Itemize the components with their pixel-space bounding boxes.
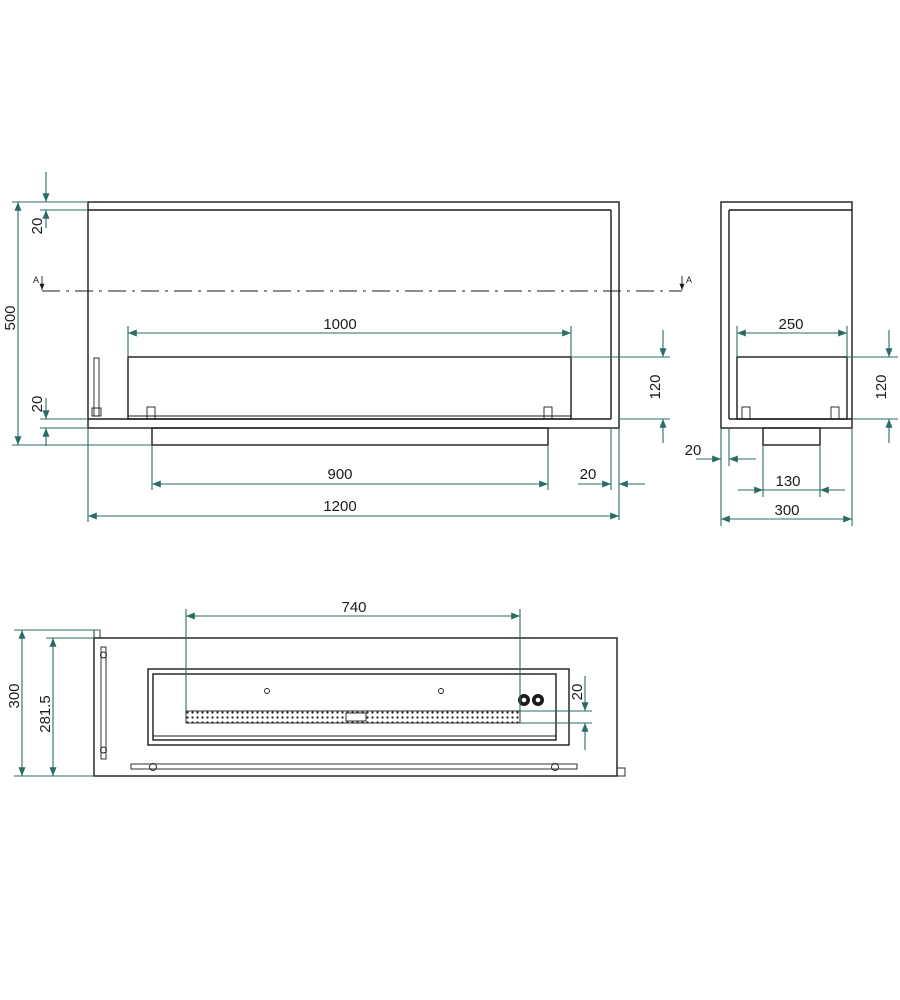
- top-front-rod: [130, 763, 578, 770]
- top-corner-tab-left: [93, 629, 101, 639]
- top-outer-box: [93, 637, 618, 777]
- section-marker-right: A: [686, 275, 692, 285]
- dim-top-wall-value: 20: [29, 218, 46, 235]
- top-side-rod: [100, 646, 107, 760]
- side-base: [762, 427, 821, 446]
- dim-burner-depth-value: 250: [778, 316, 803, 333]
- top-view: 740 20 300 281.5: [6, 599, 626, 777]
- section-marker-left: A: [33, 275, 39, 285]
- front-side-bracket: [93, 357, 100, 417]
- dim-burner-opening-value: 740: [341, 599, 366, 616]
- side-burner-foot-right: [830, 406, 840, 420]
- dim-side-burner-height-value: 120: [873, 374, 890, 399]
- side-burner: [736, 356, 848, 420]
- front-burner: [127, 356, 572, 420]
- front-view: A A 500 20 20 1000 120 900: [2, 172, 692, 522]
- dim-height-value: 500: [2, 305, 19, 330]
- dim-side-depth-value: 300: [774, 502, 799, 519]
- side-outer-box: [720, 201, 853, 429]
- dim-base-depth-value: 130: [775, 473, 800, 490]
- front-burner-foot-right: [543, 406, 553, 420]
- front-base: [151, 427, 549, 446]
- control-knob-center: [521, 697, 527, 703]
- dim-bottom-wall-value: 20: [29, 396, 46, 413]
- side-burner-foot-left: [741, 406, 751, 420]
- dim-burner-height-value: 120: [647, 374, 664, 399]
- top-burner-inner: [152, 673, 557, 741]
- dim-side-wall-value: 20: [685, 442, 702, 459]
- top-rod-knob: [100, 651, 107, 659]
- control-knob-center: [535, 697, 541, 703]
- dim-burner-length-value: 1000: [323, 316, 356, 333]
- dim-top-inner-depth-value: 281.5: [37, 695, 54, 733]
- front-bracket-foot: [91, 407, 102, 417]
- top-rod-knob: [551, 763, 559, 771]
- dim-side-wall-value: 20: [580, 466, 597, 483]
- control-knobs: [518, 694, 544, 706]
- top-burner-lid-handle: [345, 712, 367, 722]
- top-rod-knob: [149, 763, 157, 771]
- front-burner-foot-left: [146, 406, 156, 420]
- dim-slot-value: 20: [569, 684, 586, 701]
- dim-base-length-value: 900: [327, 466, 352, 483]
- dim-width-value: 1200: [323, 498, 356, 515]
- side-view: 250 120 20 130 300: [685, 201, 898, 526]
- dim-top-depth-value: 300: [6, 683, 23, 708]
- top-burner-outer: [147, 668, 570, 746]
- top-screw: [438, 688, 444, 694]
- top-corner-tab-right: [616, 767, 626, 777]
- top-rod-knob: [100, 746, 107, 754]
- top-screw: [264, 688, 270, 694]
- front-outer-box: [87, 201, 620, 429]
